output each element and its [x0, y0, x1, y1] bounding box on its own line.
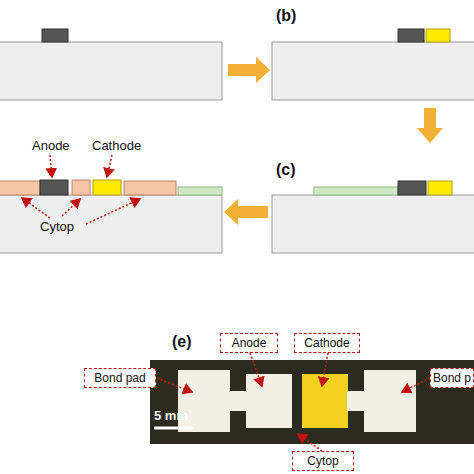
substrate: [0, 195, 222, 253]
cathode-layer: [426, 29, 450, 42]
callout-text: Bond p: [433, 371, 471, 385]
scale-label: 5 mm: [154, 408, 188, 424]
callout-box: Bond pad: [84, 368, 156, 388]
part-label: Cathode: [92, 138, 141, 154]
resist-layer: [314, 187, 398, 195]
panel-label: (b): [276, 6, 296, 25]
leader-arrow: [22, 198, 50, 218]
process-arrow: [228, 57, 270, 83]
scale-bar: [154, 427, 194, 430]
callout-box: Cathode: [294, 333, 360, 353]
cytop-layer: [72, 180, 90, 195]
cytop-layer: [124, 181, 176, 195]
callout-text: Cathode: [304, 336, 349, 350]
substrate: [272, 195, 474, 253]
callout-box: Anode: [220, 333, 278, 353]
leader-arrow: [322, 353, 328, 386]
leader-arrow: [402, 378, 430, 392]
bond-pad: [364, 370, 416, 432]
part-label: Cytop: [40, 219, 74, 235]
trace: [229, 391, 247, 411]
part-label: Anode: [32, 138, 70, 154]
leader-arrow: [50, 155, 52, 177]
cathode-layer: [428, 181, 452, 195]
leader-arrow: [62, 199, 80, 216]
process-arrow: [224, 199, 268, 225]
device-photo: [150, 360, 474, 444]
anode-layer: [398, 181, 426, 195]
panel-label: (c): [276, 160, 296, 179]
callout-text: Cytop: [307, 454, 338, 468]
leader-arrow: [86, 199, 140, 224]
substrate: [272, 42, 474, 100]
trace: [347, 391, 365, 411]
anode-layer: [40, 180, 68, 195]
substrate: [0, 42, 222, 100]
callout-text: Anode: [232, 336, 267, 350]
callout-box: Cytop: [292, 451, 354, 471]
process-arrow: [417, 108, 443, 143]
leader-arrow: [250, 353, 262, 386]
anode-electrode: [246, 374, 292, 428]
callout-box: Bond p: [430, 368, 474, 388]
resist-layer: [178, 187, 222, 195]
callout-text: Bond pad: [94, 371, 145, 385]
leader-arrow: [157, 378, 192, 392]
anode-layer: [398, 29, 424, 42]
cathode-layer: [93, 180, 121, 195]
leader-arrow: [107, 155, 112, 177]
cathode-electrode: [302, 374, 348, 428]
anode-layer: [42, 29, 68, 42]
leader-arrow: [298, 434, 322, 451]
panel-label: (e): [172, 332, 192, 351]
cytop-layer: [0, 181, 40, 195]
